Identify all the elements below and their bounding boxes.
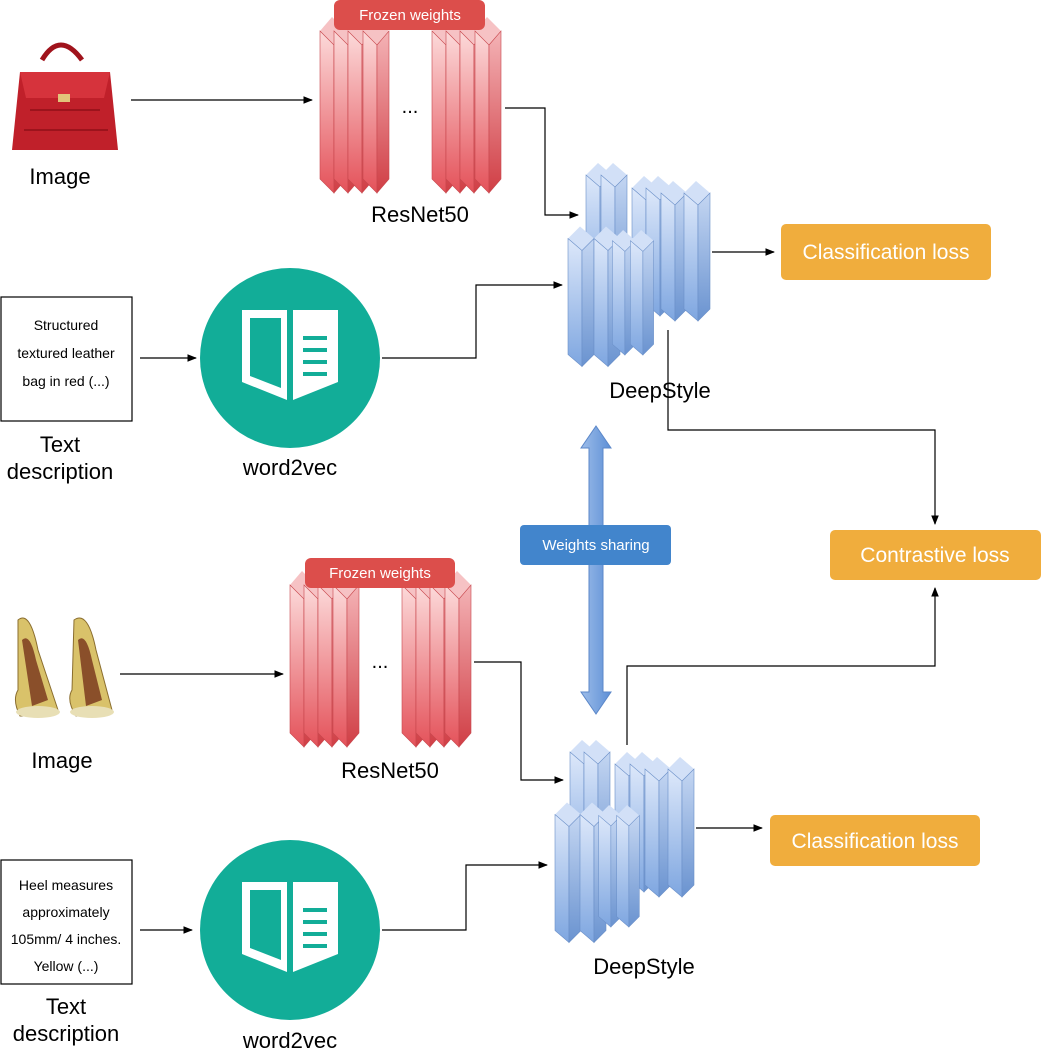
top-text-line: Structured (34, 317, 99, 333)
top-text-label-line: description (7, 459, 113, 484)
bottom-text-label-line: Text (46, 994, 86, 1019)
bottom-classification-loss-box (770, 815, 980, 866)
top-resnet-ellipsis: ... (402, 96, 419, 118)
bottom-resnet-label: ResNet50 (341, 758, 439, 783)
deepstyle-slab (554, 802, 582, 943)
top-resnet-label: ResNet50 (371, 202, 469, 227)
weights-sharing-double-arrow (580, 425, 612, 715)
top-frozen-weights-label: Frozen weights (359, 7, 461, 24)
bottom-classification-loss-label: Classification loss (792, 830, 959, 853)
bottom-word2vec-icon (200, 840, 380, 1020)
bottom-text-line: Heel measures (19, 877, 113, 893)
bottom-text-line: Yellow (...) (34, 958, 99, 974)
top-frozen-weights-badge (334, 0, 485, 30)
deepstyle-slab (683, 180, 711, 322)
deepstyle-slab (644, 756, 672, 898)
arrow-bottom-word2vec-to-deepstyle (382, 861, 548, 931)
arrow-bottom-resnet-to-deepstyle (474, 661, 564, 784)
weights-sharing-label: Weights sharing (542, 537, 649, 554)
top-image-label: Image (29, 164, 90, 189)
contrastive-loss-label: Contrastive loss (860, 544, 1009, 567)
top-deepstyle-block (567, 162, 711, 367)
bottom-word2vec-label: word2vec (242, 1028, 337, 1053)
deepstyle-slab (667, 756, 695, 898)
handbag-image (12, 42, 118, 150)
deepstyle-slab (616, 804, 640, 928)
weights-sharing-badge (520, 525, 671, 565)
top-classification-loss-label: Classification loss (803, 241, 970, 264)
top-text-label-line: Text (40, 432, 80, 457)
bottom-text-label-line: description (13, 1021, 119, 1046)
top-word2vec-label: word2vec (242, 455, 337, 480)
bottom-deepstyle-block (554, 739, 695, 943)
resnet-slab (332, 570, 360, 748)
bottom-deepstyle-label: DeepStyle (593, 954, 695, 979)
bottom-text-line: 105mm/ 4 inches. (11, 931, 122, 947)
resnet-slab (474, 16, 502, 194)
heels-image (14, 617, 114, 718)
bottom-image-label: Image (31, 748, 92, 773)
bottom-frozen-weights-label: Frozen weights (329, 565, 431, 582)
top-word2vec-icon (200, 268, 380, 448)
bottom-frozen-weights-badge (305, 558, 455, 588)
deepstyle-slab (567, 226, 595, 367)
arrow-top-word2vec-to-deepstyle (382, 281, 563, 359)
top-text-line: bag in red (...) (22, 373, 109, 389)
deepstyle-slab (630, 229, 654, 356)
bottom-text-description-box (0, 859, 133, 985)
bottom-text-line: approximately (22, 904, 109, 920)
arrow-top-deepstyle-to-contrastive (667, 330, 939, 525)
contrastive-loss-box (830, 530, 1041, 580)
deepstyle-slab (660, 180, 688, 322)
top-text-description-box (0, 296, 133, 422)
bottom-resnet-ellipsis: ... (372, 651, 389, 673)
top-deepstyle-label: DeepStyle (609, 378, 711, 403)
resnet-slab (362, 16, 390, 194)
resnet-slab (444, 570, 472, 748)
arrow-bottom-deepstyle-to-contrastive (626, 587, 939, 745)
arrow-top-resnet-to-deepstyle (505, 107, 579, 219)
top-classification-loss-box (781, 224, 991, 280)
top-text-line: textured leather (17, 345, 115, 361)
